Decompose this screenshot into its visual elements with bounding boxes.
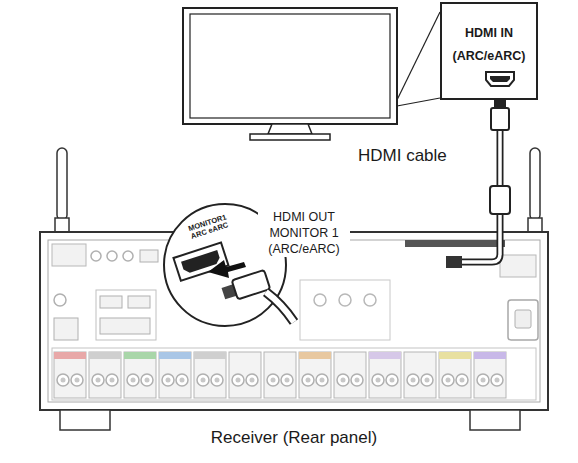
device-caption: Receiver (Rear panel) [40,428,548,448]
speaker-terminal [474,352,506,398]
hdmi-port-slot [490,76,510,82]
magnified-plug [220,270,270,303]
plug-tip [222,284,237,299]
ac-inlet [508,300,538,340]
plug-body [232,270,271,300]
port-label: HDMI IN (ARC/eARC) [446,22,532,68]
color-band [369,352,401,359]
panel-block [96,290,156,340]
speaker-terminal [194,352,226,398]
color-band [54,352,86,359]
tv-base [250,134,330,140]
ac-inlet [515,310,531,328]
panel-port [100,296,122,308]
cable-fill [498,100,502,232]
color-band [89,352,121,359]
speaker-terminal-row [52,348,536,400]
panel-jack [339,294,351,306]
color-band [194,352,226,359]
port-frame [173,243,228,281]
panel-jack [140,250,158,262]
hdmi-port [486,72,514,86]
plug-cable [266,292,294,322]
hdmi-out-port [446,256,462,268]
ferrite-core [490,186,510,214]
panel-jack [314,294,326,306]
panel-jack [91,251,101,261]
hdmi-plug [491,108,509,130]
antenna-hinge [55,218,69,233]
panel-port [128,296,150,308]
panel-jack [123,251,133,261]
panel-jack [107,251,117,261]
speaker-terminal [89,352,121,398]
tv-stand [268,124,312,134]
antenna [530,148,540,220]
receiver-panel: Receiver (Rear panel)MONITOR1 ARC eARC [40,232,548,410]
callout-line [397,12,440,100]
hdmi-cable [462,232,500,262]
speaker-terminal [124,352,156,398]
speaker-terminal [369,352,401,398]
magnifier-circle: MONITOR1 ARC eARC [163,203,287,327]
speaker-terminal [299,352,331,398]
speaker-terminal [54,352,86,398]
hdmi-plug-tip [494,100,506,108]
receiver-panel [48,240,540,402]
receiver-body [40,232,548,410]
antenna [57,148,67,220]
receiver-foot [60,410,110,430]
panel-port [54,318,78,340]
color-band [439,352,471,359]
cable-label: HDMI cable [358,146,447,166]
panel-jack [52,244,86,266]
tv-screen [190,14,390,118]
speaker-terminal [229,352,261,398]
speaker-terminal [334,352,366,398]
callout-box: HDMI IN (ARC/eARC) [440,2,538,100]
speaker-terminal [439,352,471,398]
speaker-terminal [264,352,296,398]
port-marking: MONITOR1 ARC eARC [188,213,231,241]
callout-line [397,98,440,106]
hdmi-cable [462,232,500,262]
cable-outline [497,100,504,232]
speaker-terminal [404,352,436,398]
hdmi-label-bar [405,240,505,247]
panel-block [300,280,390,340]
panel-port [100,318,150,334]
color-band [299,352,331,359]
antenna-hinge [528,218,542,233]
edge-layer [500,100,501,232]
panel-jack [54,294,66,306]
panel-jack [364,294,376,306]
port-slot [181,250,221,274]
color-band [124,352,156,359]
tv-frame [183,8,397,124]
color-band [159,352,191,359]
panel-jack [500,255,536,277]
color-band [474,352,506,359]
magnified-port [173,243,228,281]
hdmi-cable [500,100,501,232]
receiver-foot [470,410,520,430]
speaker-terminal [159,352,191,398]
insert-arrow [208,260,246,278]
plug-cable [266,292,294,322]
